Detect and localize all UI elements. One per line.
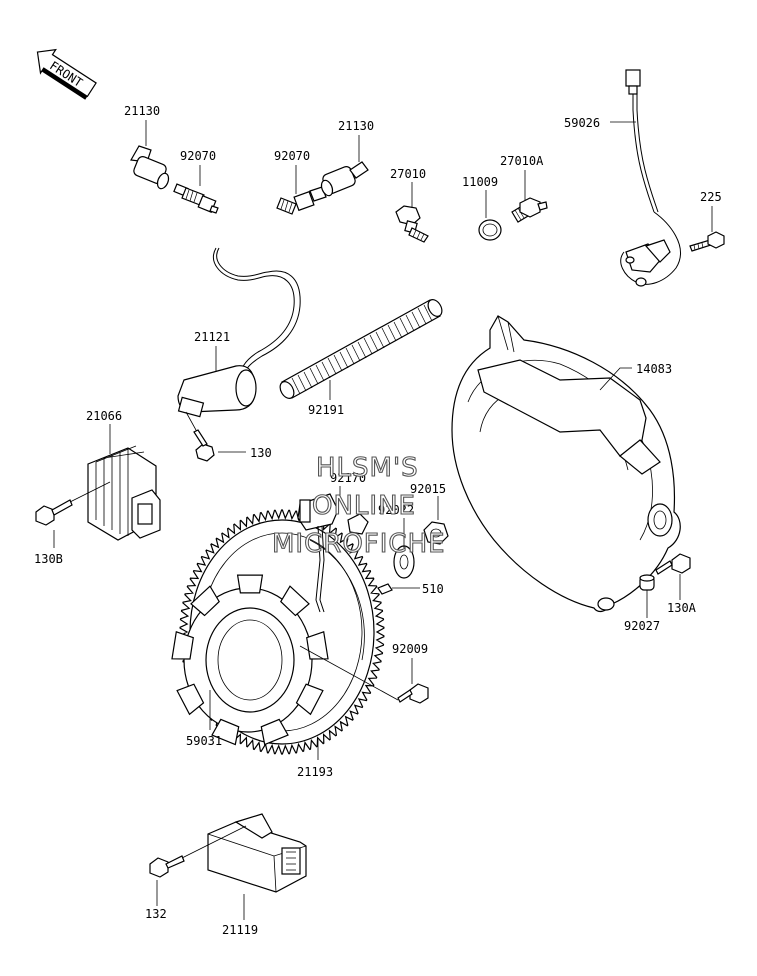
nut-92022 (423, 521, 449, 545)
screw-130 (193, 429, 215, 462)
callout-130a: 130A (667, 601, 697, 615)
key-510 (377, 583, 393, 595)
callout-27010a: 27010A (500, 154, 544, 168)
callout-92170: 92170 (330, 471, 366, 485)
callout-92027: 92027 (624, 619, 660, 633)
spark-plug-cap-right (320, 161, 369, 197)
bolt-130a (655, 553, 691, 575)
callout-92022: 92022 (378, 503, 414, 517)
callout-59031: 59031 (186, 734, 222, 748)
callout-labels: 21130 92070 92070 21130 27010 11009 2701… (34, 104, 722, 937)
callout-59026: 59026 (564, 116, 600, 130)
callout-132: 132 (145, 907, 167, 921)
callout-92015: 92015 (410, 482, 446, 496)
flywheel-cover-14083 (451, 315, 681, 613)
callout-92070-right: 92070 (274, 149, 310, 163)
bolt-130b (35, 481, 111, 526)
sensor-27010a (511, 197, 548, 223)
wire-harness-59026 (620, 69, 681, 287)
bolt-132 (149, 825, 247, 878)
bolt-225 (689, 231, 725, 252)
watermark-line-3: MICROFICHE (272, 529, 446, 559)
callout-510: 510 (422, 582, 444, 596)
callout-130b: 130B (34, 552, 63, 566)
o-ring-11009 (478, 219, 502, 241)
callout-92009: 92009 (392, 642, 428, 656)
callout-21130-left: 21130 (124, 104, 160, 118)
callout-92070-left: 92070 (180, 149, 216, 163)
bolt-92009 (299, 645, 429, 704)
callout-14083: 14083 (636, 362, 672, 376)
watermark-line-2: ONLINE (312, 491, 416, 521)
leader-lines (53, 120, 713, 920)
watermark: HLSM'S ONLINE MICROFICHE (271, 452, 446, 559)
spark-plug-left (173, 183, 219, 214)
regulator-21066 (87, 445, 161, 541)
callout-21119: 21119 (222, 923, 258, 937)
watermark-line-1: HLSM'S (316, 453, 419, 483)
callout-130: 130 (250, 446, 272, 460)
callout-92191: 92191 (308, 403, 344, 417)
front-arrow-icon: FRONT (36, 48, 97, 100)
callout-21130-right: 21130 (338, 119, 374, 133)
igniter-21119 (207, 813, 307, 893)
callout-21193: 21193 (297, 765, 333, 779)
callout-11009: 11009 (462, 175, 498, 189)
sensor-27010 (395, 205, 429, 243)
collar-92027 (639, 574, 655, 591)
spark-plug-cap-left (130, 145, 170, 190)
spark-plug-right (276, 186, 327, 215)
callout-225: 225 (700, 190, 722, 204)
callout-21121: 21121 (194, 330, 230, 344)
callout-21066: 21066 (86, 409, 122, 423)
stator-59031 (171, 574, 329, 746)
tube-92191 (279, 299, 443, 399)
callout-27010: 27010 (390, 167, 426, 181)
pickup-coil-92170 (297, 493, 339, 613)
clamp-92015 (347, 513, 369, 535)
ignition-coil-21121 (177, 247, 301, 445)
